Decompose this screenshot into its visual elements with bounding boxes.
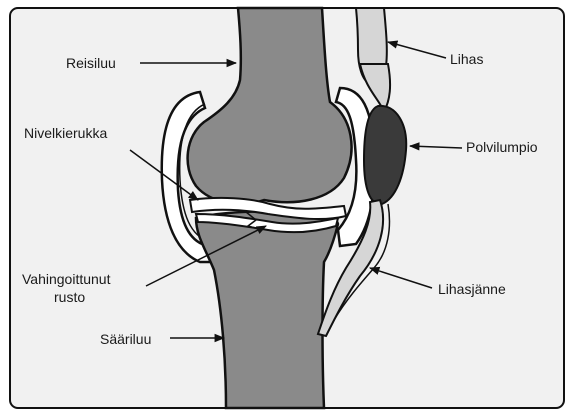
label-femur: Reisiluu [66, 55, 116, 71]
label-meniscus: Nivelkierukka [24, 125, 107, 141]
label-muscle: Lihas [450, 51, 483, 67]
label-damaged-cartilage-line2: rusto [54, 289, 85, 305]
label-tibia: Sääriluu [100, 331, 151, 347]
label-damaged-cartilage-line1: Vahingoittunut [22, 271, 111, 287]
label-tendon: Lihasjänne [438, 281, 506, 297]
label-kneecap: Polvilumpio [466, 139, 538, 155]
